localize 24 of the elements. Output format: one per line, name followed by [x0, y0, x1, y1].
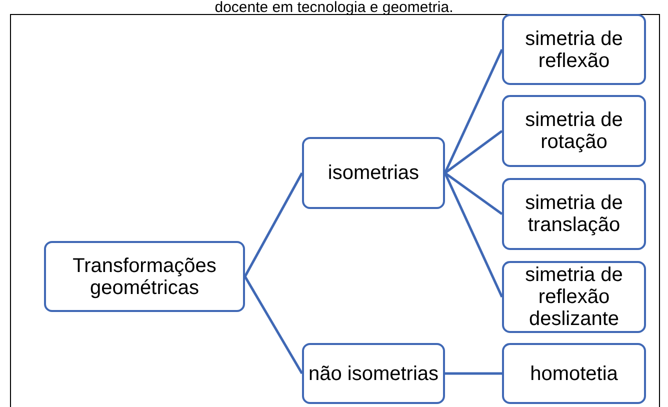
process-box — [502, 178, 646, 250]
connector-line — [444, 48, 504, 174]
process-box — [302, 343, 445, 404]
caption-text: docente em tecnologia e geometria. — [214, 0, 454, 15]
node-label: simetria de reflexão deslizante — [524, 264, 624, 330]
node-label: Transformações geométricas — [72, 254, 218, 298]
connector-line — [244, 276, 304, 374]
node-label: simetria de rotação — [524, 109, 624, 153]
node-label: homotetia — [530, 362, 618, 384]
process-box — [502, 343, 646, 404]
connector-line — [445, 372, 502, 375]
node-label: não isometrias — [308, 362, 439, 384]
process-box — [502, 95, 646, 167]
connector-line — [444, 130, 503, 174]
connector-line — [444, 172, 503, 216]
process-box — [302, 137, 445, 209]
node-label: simetria de translação — [524, 192, 624, 236]
process-box — [44, 241, 245, 312]
process-box — [502, 14, 646, 85]
connector-line — [444, 172, 504, 298]
node-label: simetria de reflexão — [524, 28, 624, 72]
process-box — [502, 261, 646, 333]
connector-line — [244, 172, 304, 278]
node-label: isometrias — [328, 162, 420, 184]
